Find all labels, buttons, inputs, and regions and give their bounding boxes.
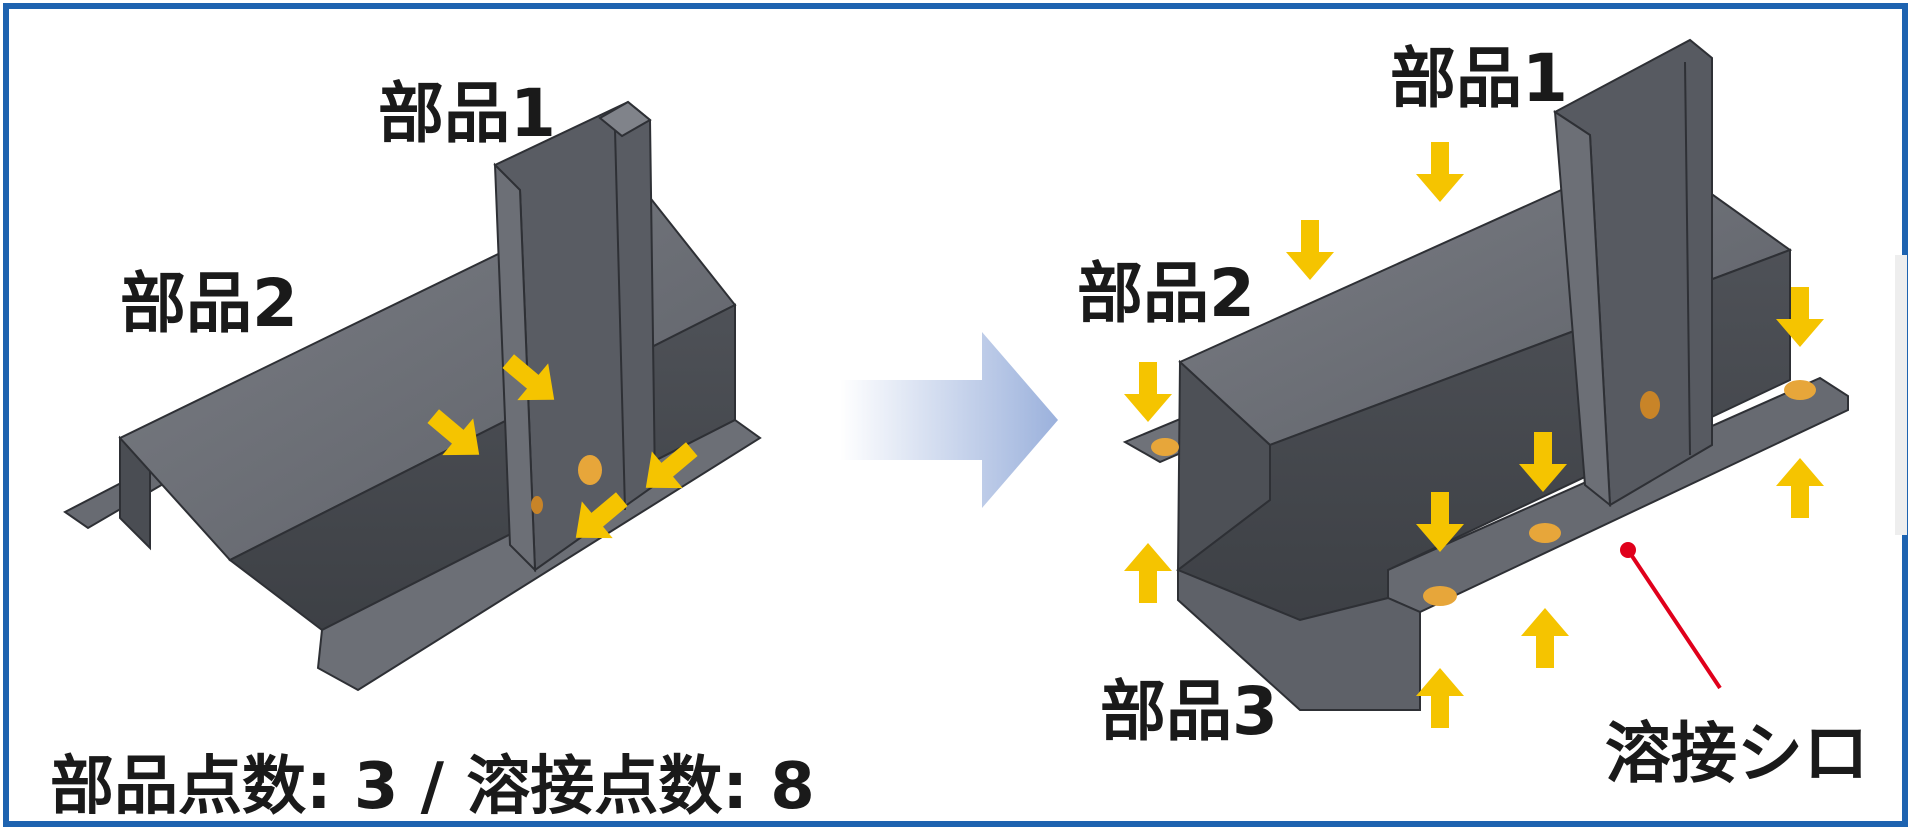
right-part3-label: 部品3 — [1100, 673, 1278, 750]
leader-line — [1626, 548, 1722, 690]
force-arrow-icon — [1416, 668, 1464, 728]
summary-counts: 部品点数: 3 / 溶接点数: 8 — [50, 750, 815, 824]
weld-spot-icon — [1529, 523, 1561, 543]
weld-spot-icon — [1151, 438, 1179, 456]
force-arrow-icon — [1521, 608, 1569, 668]
right-part2-label: 部品2 — [1077, 255, 1255, 332]
force-arrow-icon — [1416, 142, 1464, 202]
edge-panel — [1895, 255, 1907, 535]
force-arrow-icon — [1124, 543, 1172, 603]
right-assembly — [1122, 38, 1849, 728]
weld-spot-icon — [578, 455, 602, 485]
left-part1-label: 部品1 — [378, 75, 556, 152]
right-part3-body — [1177, 568, 1421, 711]
left-part2-label: 部品2 — [120, 265, 298, 342]
weld-spot-icon — [531, 496, 543, 514]
left-assembly — [63, 100, 762, 692]
right-part1-label: 部品1 — [1390, 40, 1568, 117]
weld-spot-icon — [1784, 380, 1816, 400]
right-arrow-icon — [840, 332, 1058, 508]
force-arrow-icon — [1776, 458, 1824, 518]
force-arrow-icon — [1286, 220, 1334, 280]
weld-spot-icon — [1640, 391, 1660, 419]
weld-spot-icon — [1423, 586, 1457, 606]
weld-allowance-label: 溶接シロ — [1605, 715, 1869, 792]
force-arrow-icon — [1124, 362, 1172, 422]
